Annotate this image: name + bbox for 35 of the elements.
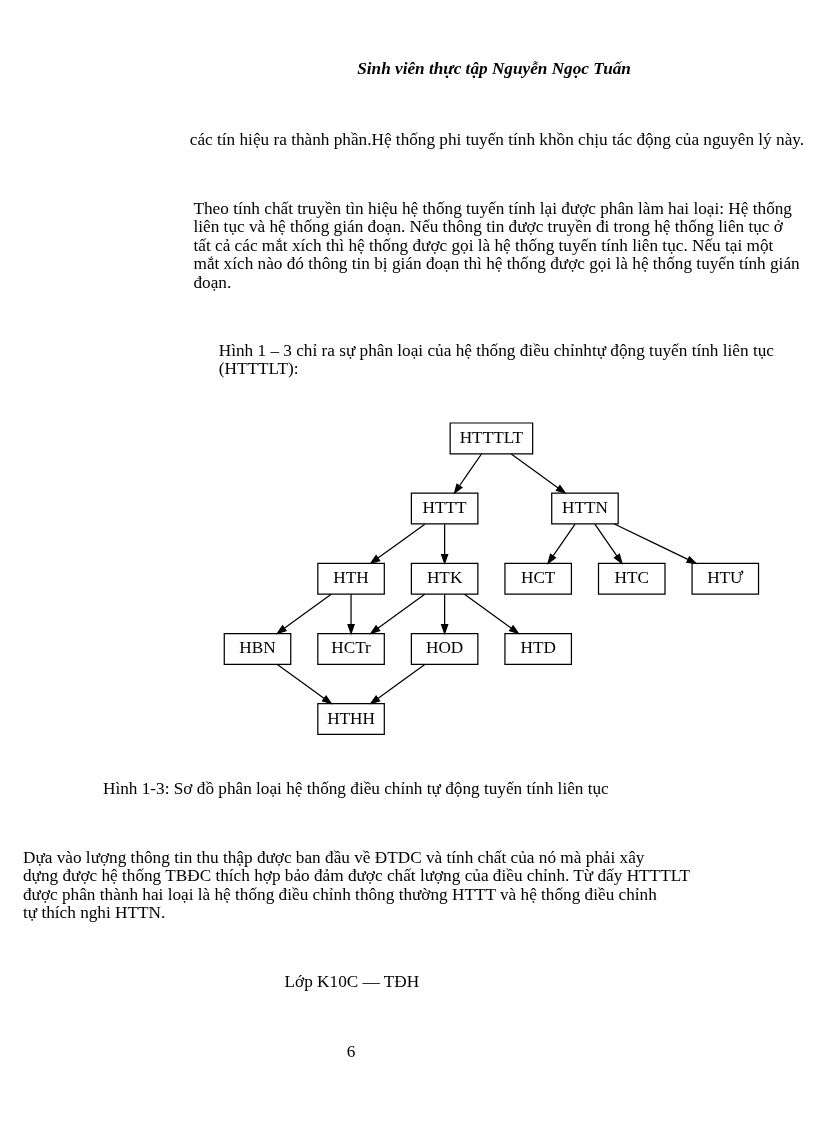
arrow (613, 523, 698, 565)
label: Lớp K10C — TĐH (284, 972, 420, 992)
node-box: HTC (597, 562, 666, 595)
label: Theo tính chất truyền tìn hiệu hệ thống tuyến tính lại được phân làm hai loại: Hệ thống liên tục và hệ thống gián đoạn. Nếu thông tin được truyền đi trong hệ thống liên tục ở tất cả các mắt xích thì hệ thống được gọi là hệ thống tuyến tính liên tục. Nếu tại một mắt xích nào đó thông tin bị gián đoạn thì hệ thống được gọi là hệ thống tuyến tính gián đoạn. (193, 198, 800, 292)
label: Sinh viên thực tập Nguyễn Ngọc Tuấn (357, 58, 631, 78)
label: Hình 1-3: Sơ đồ phân loại hệ thống điều chỉnh tự động tuyến tính liên tục (103, 778, 609, 798)
arrow (369, 523, 426, 565)
arrow (453, 453, 483, 495)
node-box: HTƯ (691, 562, 760, 595)
arrow (440, 523, 449, 566)
label: Hình 1 – 3 chỉ ra sự phân loại của hệ thống điều chỉnhtự động tuyến tính liên tục (HTTTLT): (218, 340, 774, 379)
arrow (594, 523, 623, 565)
node-box: HTHH (317, 703, 385, 736)
node-box: HCTr (317, 632, 385, 665)
arrow (275, 593, 332, 635)
arrow (369, 593, 426, 635)
arrow (440, 593, 449, 636)
arrow (463, 593, 520, 635)
node-box: HBN (223, 632, 292, 665)
node-box: HTTN (551, 492, 619, 525)
node-box: HTD (504, 632, 573, 665)
node-box: HOD (410, 632, 479, 665)
arrow (276, 663, 333, 705)
node-box: HTK (410, 562, 479, 595)
node-box: HTH (317, 562, 385, 595)
label: 6 (346, 1042, 356, 1062)
label: các tín hiệu ra thành phần.Hệ thống phi tuyến tính khồn chịu tác động của nguyên lý này. (189, 130, 805, 150)
arrow (547, 523, 576, 565)
arrow (347, 593, 355, 636)
node-box: HTTTLT (449, 422, 534, 455)
arrow (369, 663, 426, 705)
node-box: HCT (504, 562, 573, 595)
node-box: HTTT (410, 492, 479, 525)
label: Dựa vào lượng thông tin thu thập được ban đầu về ĐTDC và tính chất của nó mà phải xây dựng được hệ thống TBĐC thích hợp bảo đảm được chất lượng của điều chỉnh. Từ đấy HTTTLT được phân thành hai loại là hệ thống điều chỉnh thông thường HTTT và hệ thống điều chỉnh tự thích nghi HTTN. (22, 847, 691, 923)
arrow (510, 453, 567, 495)
